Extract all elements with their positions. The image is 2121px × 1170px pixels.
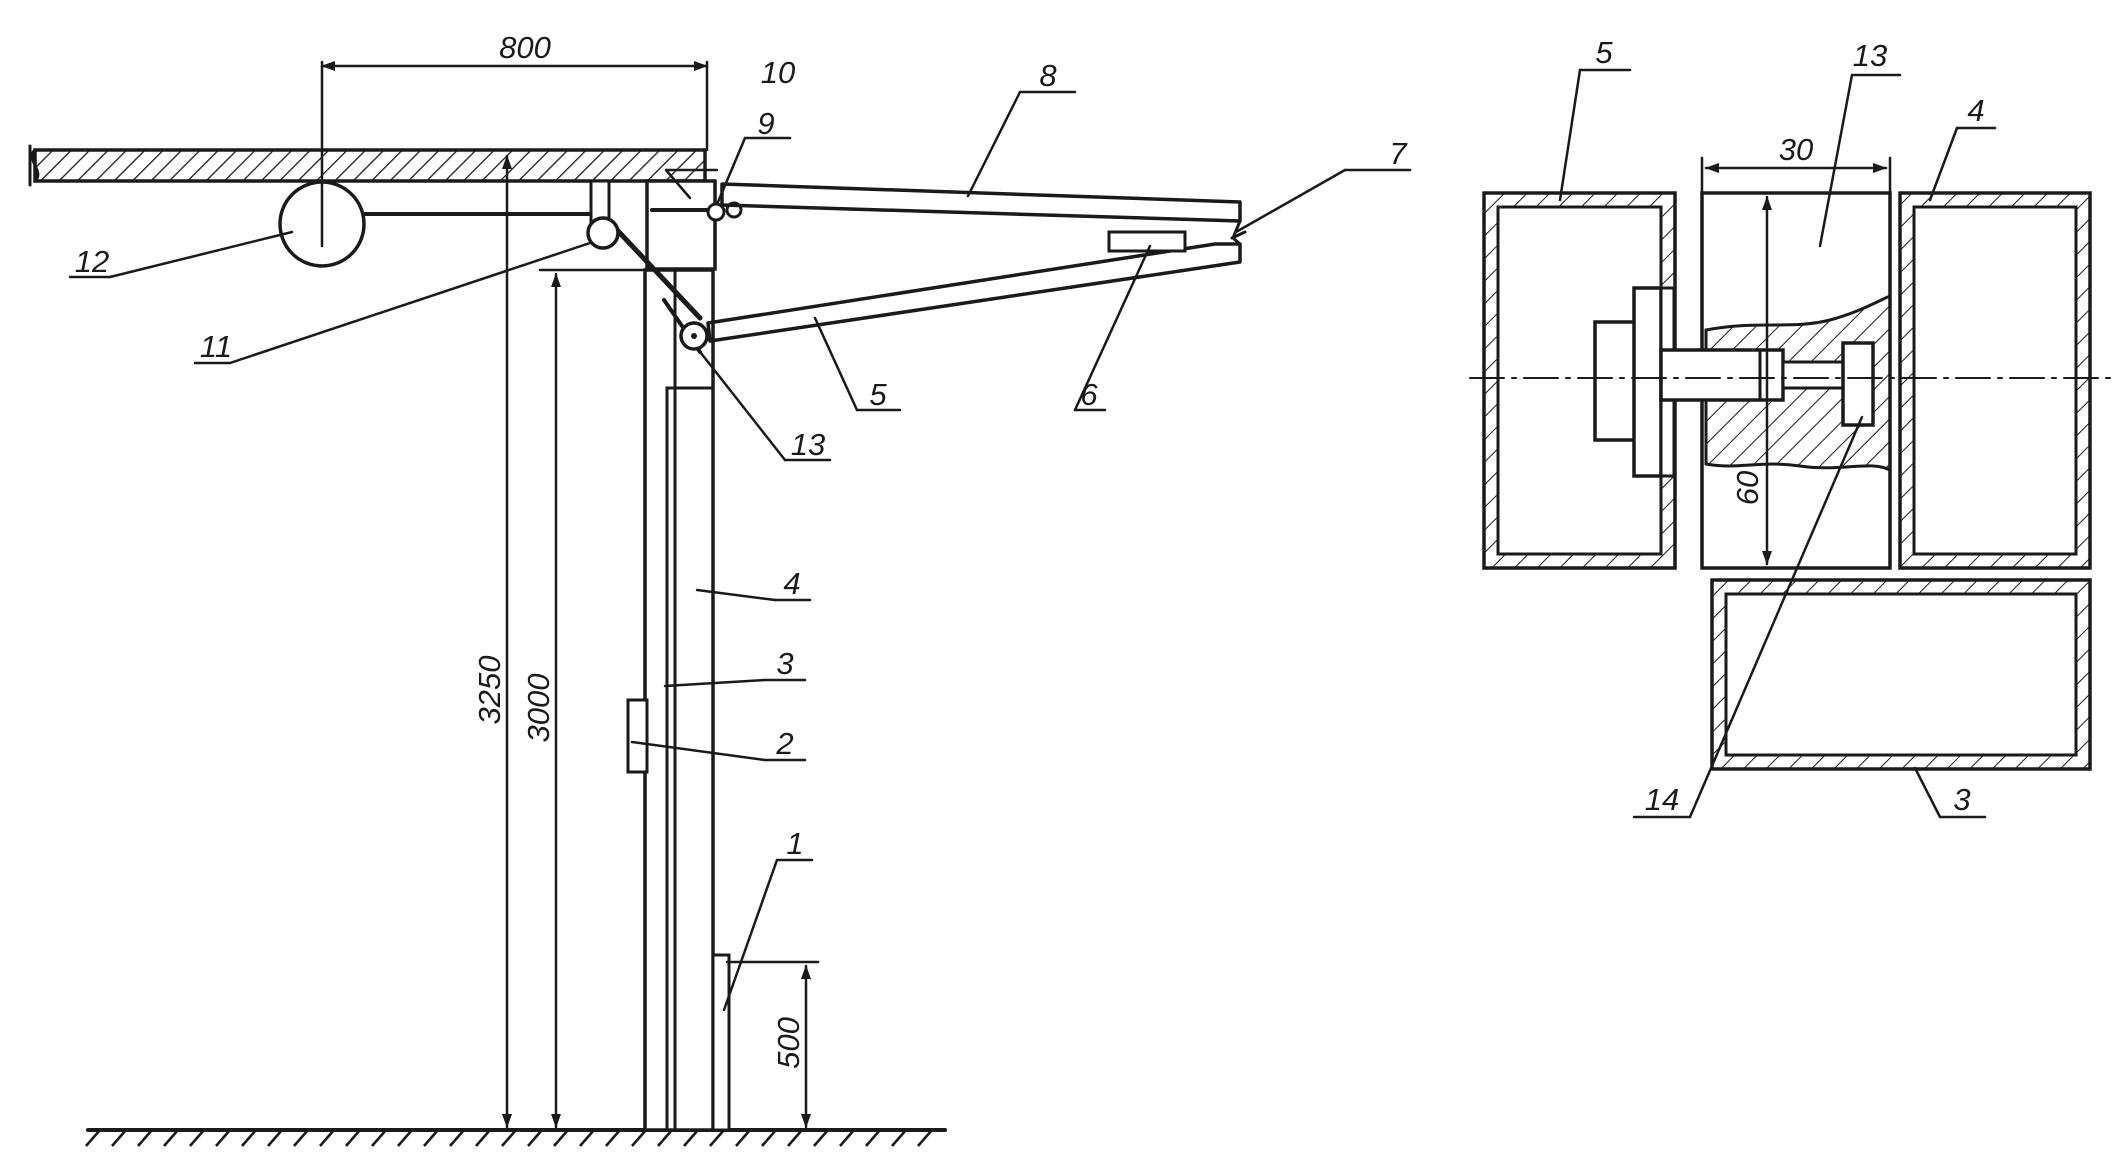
arm-5 — [706, 219, 1247, 343]
label-4: 4 — [783, 566, 800, 601]
dim-30: 30 — [1779, 132, 1813, 167]
label-7: 7 — [1389, 136, 1408, 171]
label-3: 3 — [776, 646, 793, 681]
label-5: 5 — [869, 377, 887, 412]
section-dimensions: 30 60 — [1700, 132, 1892, 566]
dim-500: 500 — [771, 1017, 806, 1069]
post — [626, 179, 731, 1132]
ground-line — [85, 1128, 947, 1147]
label-6: 6 — [1080, 377, 1098, 412]
dim-3250: 3250 — [472, 656, 507, 725]
section-label-14: 14 — [1645, 782, 1679, 817]
latch-6 — [1107, 230, 1187, 253]
dim-3000: 3000 — [521, 674, 556, 743]
leader-lines — [68, 90, 1412, 1012]
section-label-4: 4 — [1967, 93, 1984, 128]
label-2: 2 — [775, 726, 793, 761]
cable-system — [278, 179, 709, 354]
pulley-11 — [586, 216, 620, 250]
label-13: 13 — [791, 427, 825, 462]
label-10: 10 — [761, 55, 795, 90]
ground-hatch — [85, 1129, 933, 1147]
section-label-13: 13 — [1853, 38, 1887, 73]
dimension-lines — [320, 60, 820, 1129]
label-8: 8 — [1039, 58, 1057, 93]
dim-800: 800 — [499, 30, 551, 65]
side-view: 8 10 9 7 12 11 5 6 13 4 3 2 1 800 3250 3… — [28, 30, 1412, 1147]
ceiling-slab — [28, 144, 707, 187]
dim-60: 60 — [1730, 471, 1765, 505]
section-label-5: 5 — [1595, 35, 1613, 70]
label-1: 1 — [786, 826, 803, 861]
tube-4 — [1898, 191, 2092, 570]
section-leaders — [1558, 68, 1997, 819]
gate-leaf-8 — [720, 182, 1242, 223]
label-12: 12 — [75, 244, 109, 279]
label-9: 9 — [757, 106, 774, 141]
label-11: 11 — [200, 329, 232, 364]
section-view: 30 60 5 13 4 14 3 — [1469, 35, 2111, 819]
section-label-3: 3 — [1953, 782, 1970, 817]
section-labels: 5 13 4 14 3 — [1595, 35, 1984, 817]
side-view-labels: 8 10 9 7 12 11 5 6 13 4 3 2 1 800 3250 3… — [75, 30, 1409, 1069]
tube-3 — [1710, 578, 2092, 771]
